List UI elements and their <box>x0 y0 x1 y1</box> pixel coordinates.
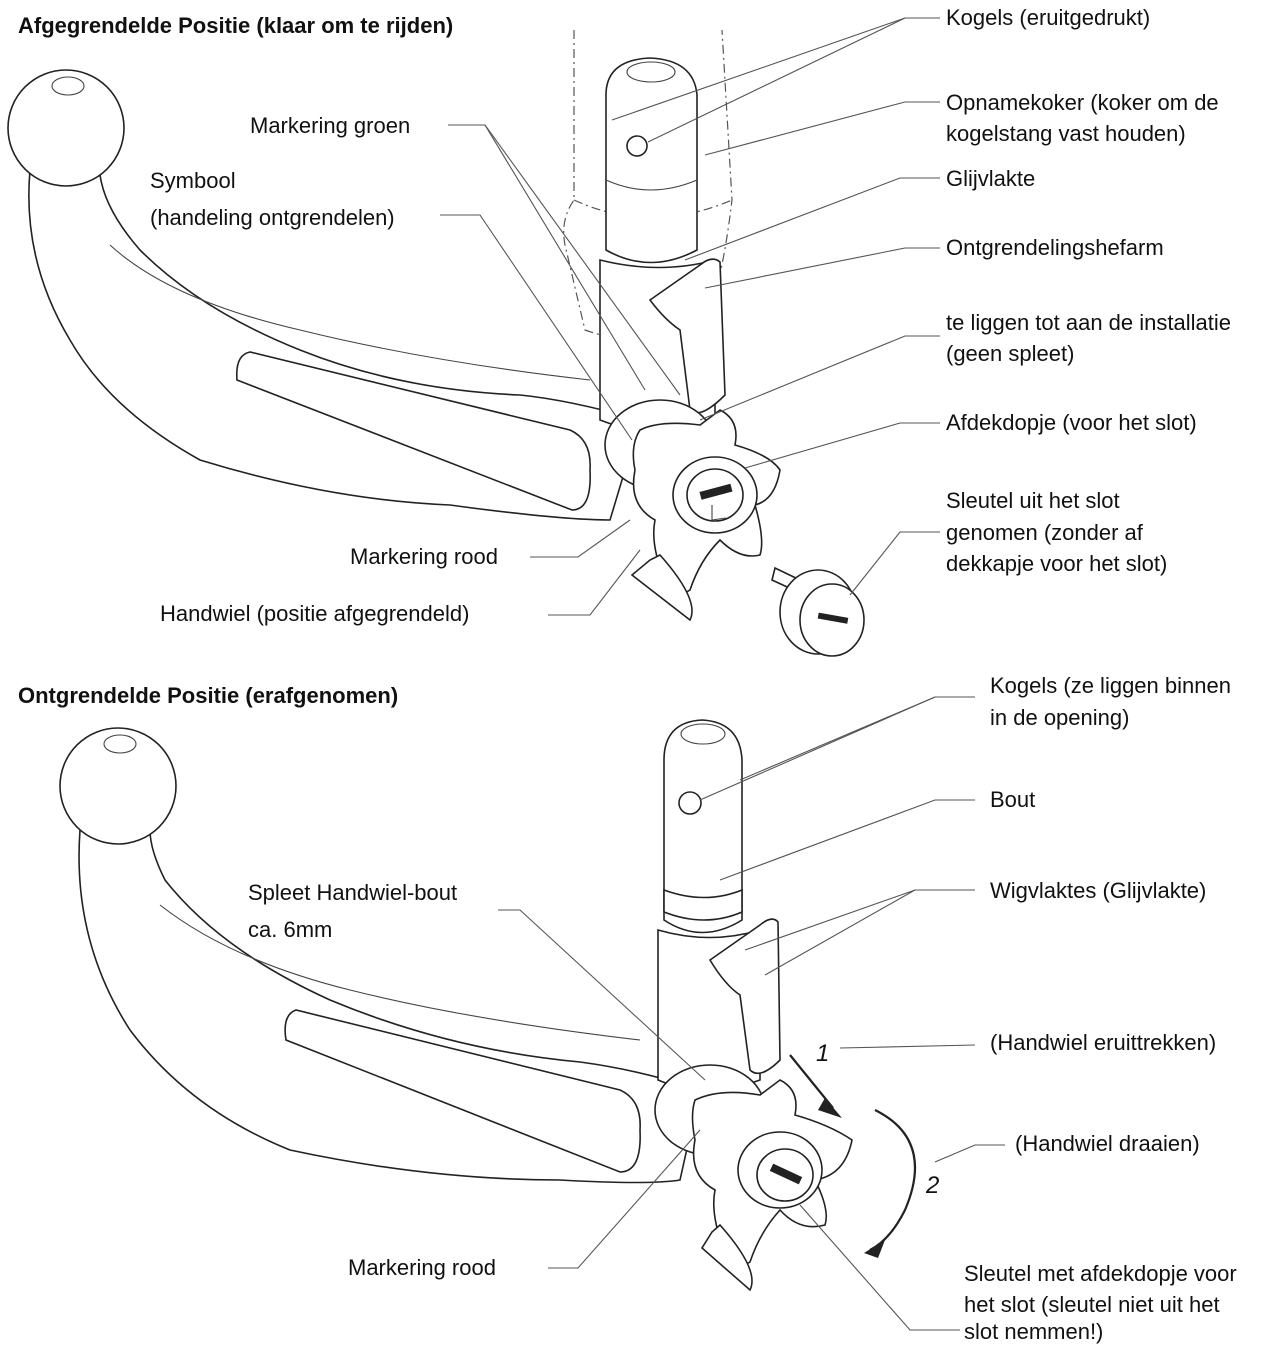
label-sleutel-uit-line3: dekkapje voor het slot) <box>946 551 1168 576</box>
label-symbool-line1: Symbool <box>150 168 236 193</box>
label-ontgrendelingshefarm: Ontgrendelingshefarm <box>946 235 1164 260</box>
label-sleutel-met-line2: het slot (sleutel niet uit het <box>964 1292 1220 1317</box>
label-sleutel-uit-line2: genomen (zonder af <box>946 520 1143 545</box>
rotate-arrow-shaft <box>869 1109 917 1251</box>
pull-arrow-head <box>818 1098 842 1118</box>
label-markering-rood-top: Markering rood <box>350 544 498 569</box>
label-kogels-binnen-line1: Kogels (ze liggen binnen <box>990 673 1231 698</box>
top-unlocking-lever <box>648 258 726 414</box>
top-removed-key <box>771 566 865 657</box>
label-spleet-line2: ca. 6mm <box>248 917 333 942</box>
bottom-arm-slot <box>284 1009 641 1173</box>
label-sleutel-met-line3: slot nemmen!) <box>964 1319 1104 1344</box>
bottom-hand-wheel-handle <box>700 1223 753 1292</box>
label-spleet-line1: Spleet Handwiel-bout <box>248 880 458 905</box>
bottom-unlocking-lever <box>708 918 781 1075</box>
bottom-section-title: Ontgrendelde Positie (erafgenomen) <box>18 683 399 708</box>
label-glijvlakte: Glijvlakte <box>946 166 1036 191</box>
label-opnamekoker-line2: kogelstang vast houden) <box>946 121 1186 146</box>
label-kogels-eruitgedrukt: Kogels (eruitgedrukt) <box>946 5 1151 30</box>
label-markering-rood-bottom: Markering rood <box>348 1255 496 1280</box>
step-number-2: 2 <box>926 1172 940 1199</box>
label-te-liggen-line1: te liggen tot aan de installatie <box>946 310 1231 335</box>
label-afdekdopje: Afdekdopje (voor het slot) <box>946 410 1197 435</box>
label-te-liggen-line2: (geen spleet) <box>946 341 1075 366</box>
step-number-1: 1 <box>816 1040 830 1067</box>
top-assembly <box>7 29 865 657</box>
label-bout: Bout <box>990 787 1036 812</box>
label-handwiel-positie: Handwiel (positie afgegrendeld) <box>160 601 470 626</box>
label-sleutel-met-line1: Sleutel met afdekdopje voor <box>964 1261 1237 1286</box>
label-opnamekoker-line1: Opnamekoker (koker om de <box>946 90 1219 115</box>
label-symbool-line2: (handeling ontgrendelen) <box>150 205 395 230</box>
top-hand-wheel-handle <box>630 554 693 622</box>
top-arm-slot <box>235 351 591 511</box>
label-handwiel-eruittrekken: (Handwiel eruittrekken) <box>990 1030 1217 1055</box>
label-kogels-binnen-line2: in de opening) <box>990 705 1130 730</box>
rotate-arrow-head <box>864 1240 885 1258</box>
top-section-title: Afgegrendelde Positie (klaar om te rijde… <box>18 13 454 38</box>
label-handwiel-draaien: (Handwiel draaien) <box>1015 1131 1200 1156</box>
leader-lines <box>440 17 1005 1331</box>
label-wigvlaktes: Wigvlaktes (Glijvlakte) <box>990 878 1207 903</box>
top-tow-ball <box>7 69 125 187</box>
bottom-assembly <box>59 719 917 1292</box>
bottom-tow-ball <box>59 727 177 845</box>
label-sleutel-uit-line1: Sleutel uit het slot <box>946 488 1120 513</box>
label-markering-groen: Markering groen <box>250 113 411 138</box>
top-receiver-tube-outline <box>563 29 733 341</box>
